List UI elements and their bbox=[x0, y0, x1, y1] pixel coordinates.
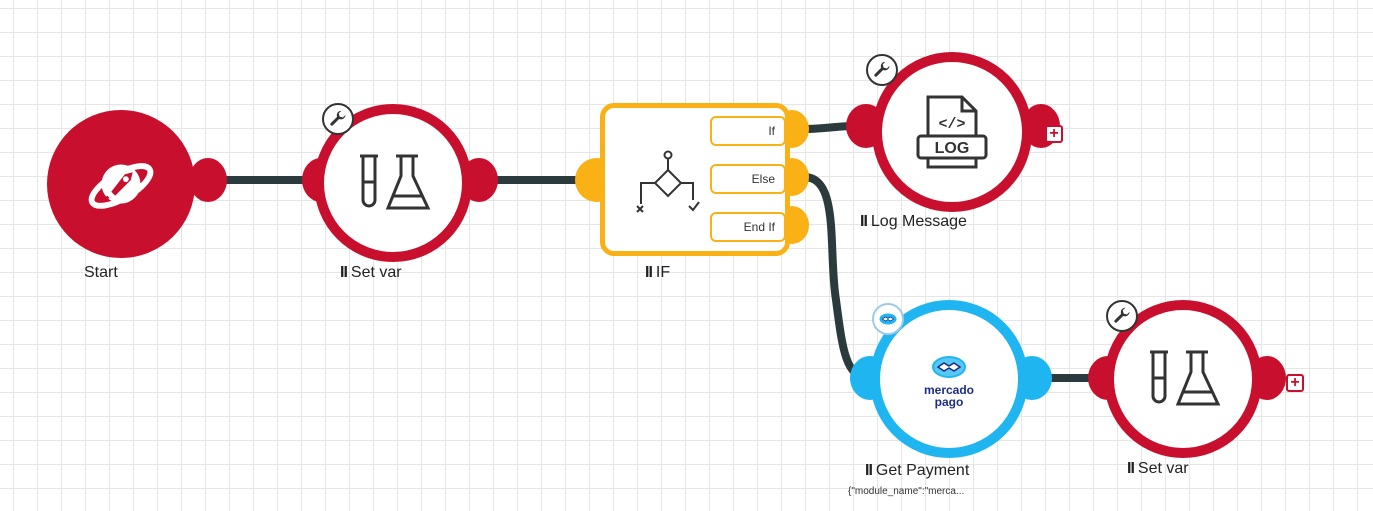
wrench-icon bbox=[874, 61, 890, 77]
start-label: Start bbox=[84, 264, 118, 281]
rocket-planet-icon bbox=[88, 163, 154, 209]
wrench-icon bbox=[330, 110, 346, 126]
wire-else-to-payment bbox=[800, 173, 872, 382]
pause-icon[interactable]: II bbox=[645, 264, 653, 281]
start-output-port[interactable] bbox=[189, 158, 227, 202]
set-var-1-name: Set var bbox=[350, 264, 402, 281]
log-icon-text: LOG bbox=[935, 140, 970, 157]
log-file-icon: </> LOG bbox=[916, 95, 988, 169]
set-var-2-circle[interactable] bbox=[1104, 300, 1262, 458]
start-circle[interactable] bbox=[47, 110, 195, 258]
set-var-2-settings-badge[interactable] bbox=[1106, 300, 1138, 332]
decision-diamond-icon bbox=[636, 150, 700, 213]
log-add-button[interactable]: + bbox=[1045, 125, 1063, 143]
flask-tube-icon bbox=[1150, 350, 1221, 406]
if-branch-if[interactable]: If bbox=[710, 116, 786, 146]
set-var-2-add-button[interactable]: + bbox=[1286, 374, 1304, 392]
mercado-text: mercado bbox=[923, 382, 975, 397]
get-payment-settings-badge[interactable] bbox=[872, 303, 904, 335]
pago-text: pago bbox=[934, 394, 964, 409]
flask-tube-icon bbox=[360, 154, 431, 210]
handshake-icon bbox=[932, 355, 966, 378]
mercado-pago-mini-icon bbox=[879, 313, 897, 325]
wrench-icon bbox=[1114, 307, 1130, 323]
log-message-name: Log Message bbox=[870, 213, 967, 230]
get-payment-params: {"module_name":"merca... bbox=[848, 486, 965, 497]
get-payment-name: Get Payment bbox=[875, 462, 970, 479]
pause-icon[interactable]: II bbox=[340, 264, 348, 281]
if-name: IF bbox=[655, 264, 671, 281]
pause-icon[interactable]: II bbox=[865, 462, 873, 479]
pause-icon[interactable]: II bbox=[860, 213, 868, 230]
if-branch-else[interactable]: Else bbox=[710, 164, 786, 194]
pause-icon[interactable]: II bbox=[1127, 460, 1135, 477]
if-box[interactable]: If Else End If bbox=[600, 103, 790, 256]
if-branch-end-if[interactable]: End If bbox=[710, 212, 786, 242]
mercado-pago-logo: mercado pago bbox=[924, 355, 974, 408]
log-message-circle[interactable]: </> LOG bbox=[872, 52, 1032, 212]
set-var-2-name: Set var bbox=[1137, 460, 1189, 477]
set-var-1-settings-badge[interactable] bbox=[322, 103, 354, 135]
log-message-settings-badge[interactable] bbox=[866, 54, 898, 86]
log-code-text: </> bbox=[938, 116, 965, 133]
